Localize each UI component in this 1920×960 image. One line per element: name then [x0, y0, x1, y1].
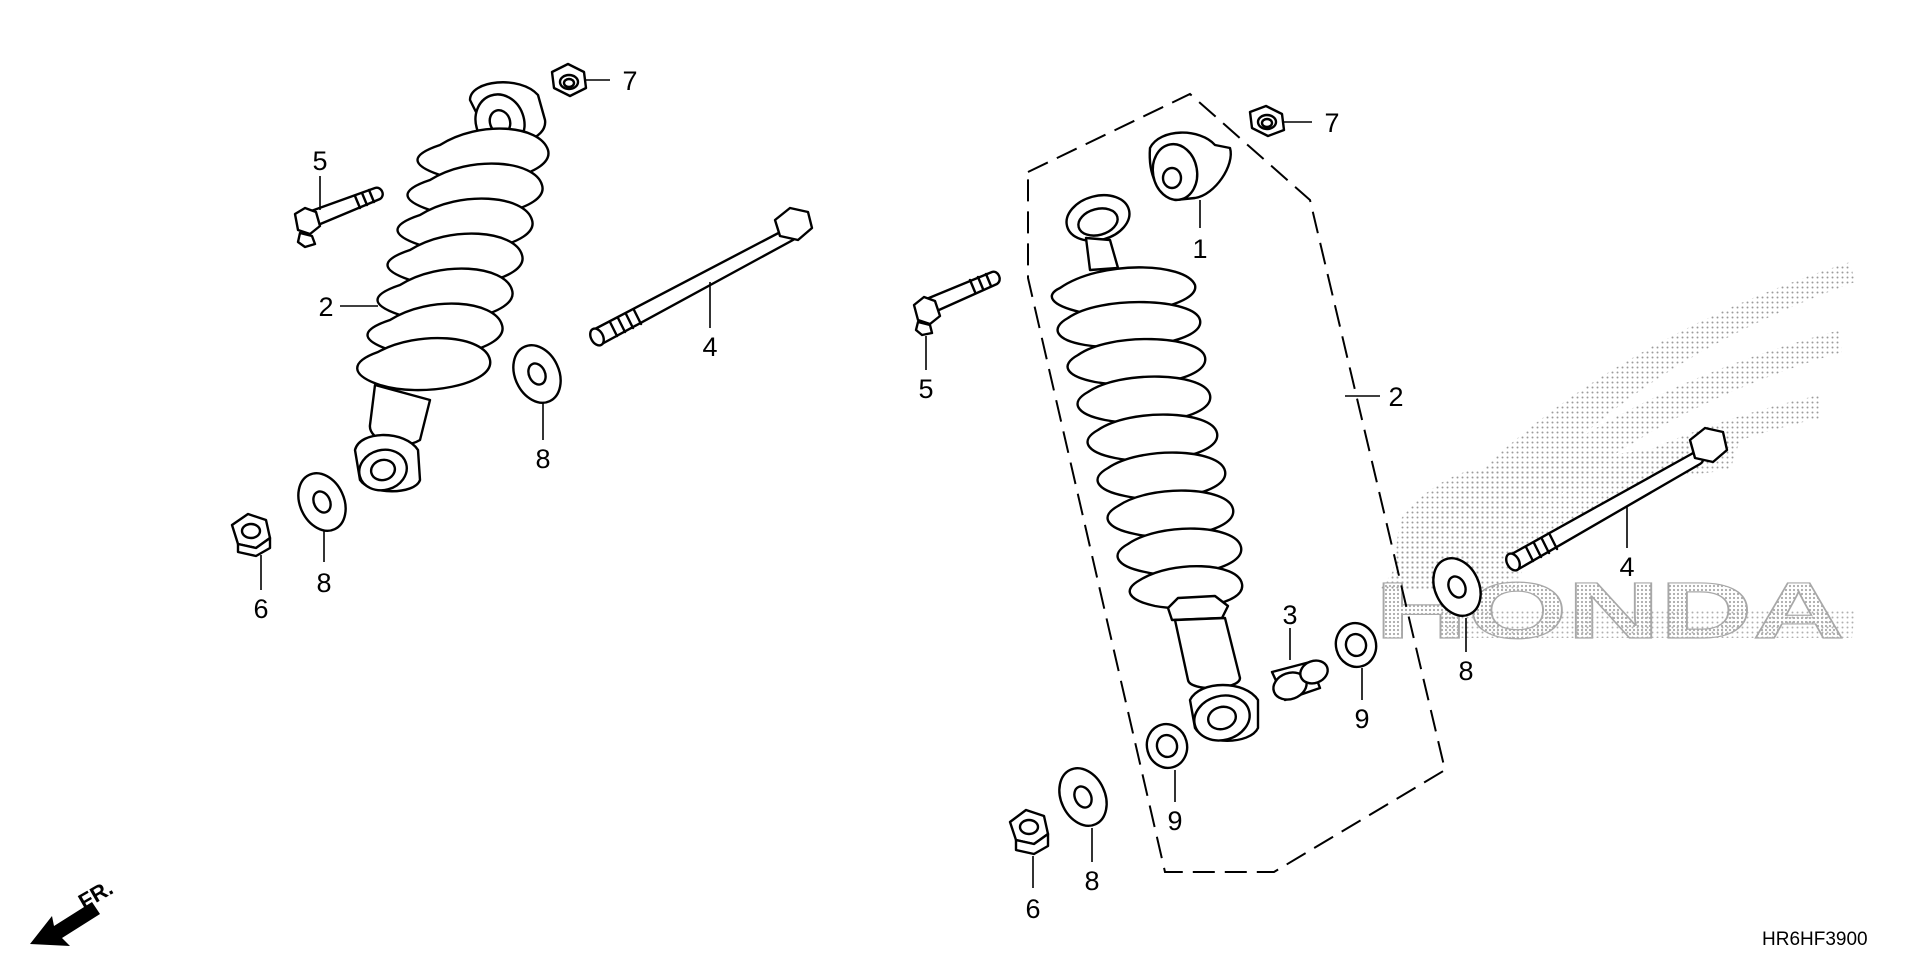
callout-8-left-lower: 8 — [316, 568, 331, 598]
washer-8-left-lower — [297, 472, 347, 532]
front-label: FR. — [74, 875, 117, 914]
kit-boundary-dashed — [1027, 92, 1447, 873]
bushing-9-right-lower — [1145, 722, 1189, 770]
callout-7-right: 7 — [1324, 108, 1339, 138]
collar-3 — [1270, 659, 1329, 702]
arrow-left-down-icon — [30, 902, 100, 946]
washer-8-right-upper — [1432, 557, 1482, 617]
diagram-code: HR6HF3900 — [1762, 929, 1868, 950]
flange-nut-6-left — [230, 512, 272, 558]
callout-8-left-upper: 8 — [535, 444, 550, 474]
shock-absorber-2-right — [1050, 193, 1260, 742]
callout-6-left: 6 — [253, 594, 268, 624]
callout-2-left: 2 — [318, 292, 333, 322]
callout-9-right-upper: 9 — [1354, 704, 1369, 734]
callout-1: 1 — [1192, 234, 1207, 264]
callout-6-right: 6 — [1025, 894, 1040, 924]
flange-nut-7-right — [1248, 104, 1286, 138]
callout-5-right: 5 — [918, 374, 933, 404]
callout-5-left: 5 — [312, 146, 327, 176]
long-bolt-4-right — [1505, 426, 1729, 572]
callout-9-right-lower: 9 — [1167, 806, 1182, 836]
callout-3: 3 — [1282, 600, 1297, 630]
rubber-bushing-1 — [1148, 131, 1232, 202]
bushing-9-right-upper — [1334, 621, 1378, 669]
flange-nut-6-right — [1008, 808, 1050, 856]
callout-4-right: 4 — [1619, 552, 1634, 582]
flange-nut-7-left — [550, 62, 588, 98]
washer-8-left-upper — [512, 344, 562, 404]
long-bolt-4-left — [589, 206, 814, 347]
shock-absorber-2-left — [353, 81, 550, 493]
washer-8-right-lower — [1058, 767, 1108, 827]
flange-bolt-5-right — [912, 270, 1001, 337]
callout-8-right-upper: 8 — [1458, 656, 1473, 686]
callout-8-right-lower: 8 — [1084, 866, 1099, 896]
callout-2-right: 2 — [1388, 382, 1403, 412]
callout-4-left: 4 — [702, 332, 717, 362]
flange-bolt-5-left — [293, 186, 384, 249]
front-direction-indicator: FR. — [30, 875, 117, 946]
callout-7-left: 7 — [622, 66, 637, 96]
